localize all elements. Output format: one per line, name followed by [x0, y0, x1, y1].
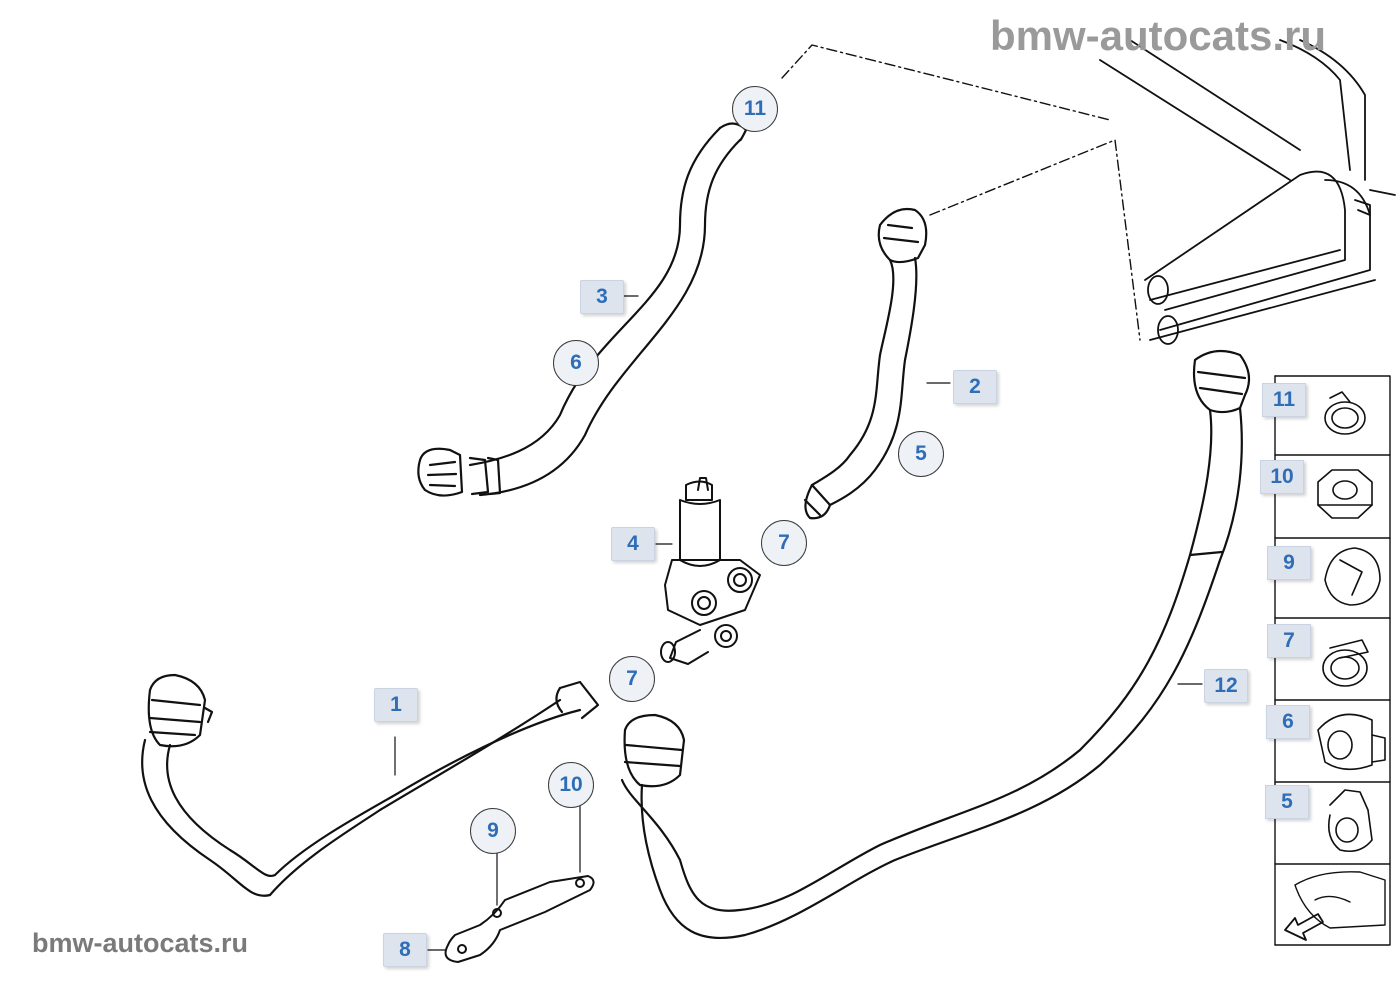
- callout-7-top[interactable]: 7: [761, 520, 807, 566]
- legend-car-icon: [1294, 871, 1386, 929]
- legend-clamp-9-icon: [1324, 547, 1381, 606]
- hose-12: [620, 349, 1251, 940]
- hose-2: [803, 207, 928, 520]
- arrow-icon: [1284, 913, 1324, 941]
- legend-label-7[interactable]: 7: [1267, 624, 1311, 658]
- legend-clamp-6-icon: [1317, 713, 1386, 771]
- dashed-leaders: [781, 44, 1141, 341]
- legend-clamp-11-icon: [1324, 391, 1366, 435]
- callout-10[interactable]: 10: [548, 762, 594, 808]
- legend-label-9[interactable]: 9: [1267, 546, 1311, 580]
- callout-12[interactable]: 12: [1204, 669, 1248, 703]
- legend-label-10[interactable]: 10: [1260, 460, 1304, 494]
- callout-11[interactable]: 11: [732, 86, 778, 132]
- leader-lines: [394, 295, 1203, 951]
- legend-label-11[interactable]: 11: [1262, 383, 1306, 417]
- legend-clamp-7-icon: [1322, 639, 1369, 687]
- legend-label-6[interactable]: 6: [1266, 705, 1310, 739]
- callout-7-bottom[interactable]: 7: [609, 656, 655, 702]
- hose-3: [417, 122, 748, 497]
- bracket-8: [444, 875, 595, 963]
- callout-3[interactable]: 3: [580, 280, 624, 314]
- callout-8[interactable]: 8: [383, 933, 427, 967]
- watermark-bottom: bmw-autocats.ru: [32, 928, 249, 958]
- callout-2[interactable]: 2: [953, 370, 997, 404]
- legend-frame: [1274, 375, 1391, 946]
- heater-core-outline: [1099, 39, 1396, 345]
- valve-4: [660, 477, 761, 665]
- legend-nut-10-icon: [1317, 469, 1373, 519]
- callout-5[interactable]: 5: [898, 431, 944, 477]
- callout-9[interactable]: 9: [470, 808, 516, 854]
- callout-6[interactable]: 6: [553, 340, 599, 386]
- callout-4[interactable]: 4: [611, 527, 655, 561]
- hose-1: [141, 673, 600, 897]
- callout-1[interactable]: 1: [374, 688, 418, 722]
- legend-clamp-5-icon: [1327, 789, 1373, 853]
- legend-label-5[interactable]: 5: [1265, 785, 1309, 819]
- watermark-top: bmw-autocats.ru: [990, 12, 1327, 59]
